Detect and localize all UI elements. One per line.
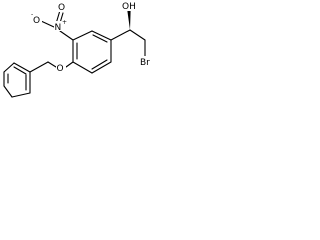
ring-bond xyxy=(72,61,93,74)
bromine-label: Br xyxy=(140,58,150,68)
ring-bond xyxy=(3,85,13,98)
ring-double-bond xyxy=(13,66,27,75)
ring-to-nitro-bond xyxy=(59,30,74,41)
ring-bond xyxy=(3,62,15,73)
stereo-wedge-bond xyxy=(127,11,131,30)
side-chain xyxy=(110,11,146,57)
nitro-oxygen-top-label: O xyxy=(58,3,65,13)
ring-double-bond xyxy=(92,34,108,43)
ch2-to-phenyl-bond xyxy=(29,61,49,73)
ring-to-carbinol-bond xyxy=(110,29,131,41)
nitro-nitrogen-label: N xyxy=(55,23,62,33)
ether-oxygen-label: O xyxy=(57,64,64,74)
central-benzene-ring xyxy=(72,30,112,74)
phenyl-ring xyxy=(3,62,31,98)
atom-labels: N + O - O OH Br O xyxy=(31,1,154,74)
nitro-positive-charge: + xyxy=(62,19,67,26)
ring-bond xyxy=(11,92,31,98)
ring-bond xyxy=(72,30,93,41)
ether-o-to-ch2-bond xyxy=(47,61,57,68)
nitro-oxygen-left-label: O xyxy=(33,16,40,26)
ring-bond xyxy=(91,30,112,41)
ring-to-ether-o-bond xyxy=(65,61,74,68)
ring-bond xyxy=(13,62,31,73)
nitro-n-o-double-bond xyxy=(55,11,61,23)
carbinol-to-ch2-bond xyxy=(129,29,146,41)
ring-bond xyxy=(91,61,112,74)
chemical-structure-diagram: N + O - O OH Br O xyxy=(3,1,154,98)
nitro-negative-charge: - xyxy=(31,11,33,18)
benzyloxy-group xyxy=(29,61,74,73)
ring-double-bond xyxy=(91,59,108,70)
nitro-n-o-single-bond xyxy=(40,20,55,28)
hydroxyl-label: OH xyxy=(122,2,136,12)
nitro-group xyxy=(40,11,74,41)
